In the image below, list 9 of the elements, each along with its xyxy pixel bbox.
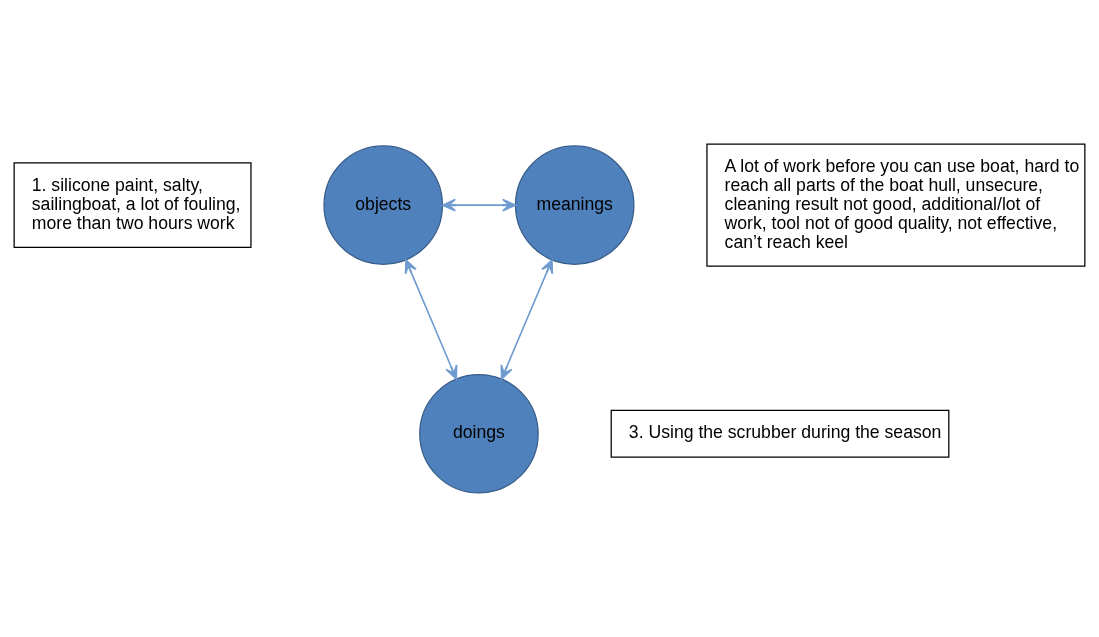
- arrow: [500, 259, 554, 380]
- node-box: 3. Using the scrubber during the season: [610, 409, 950, 458]
- arrow: [404, 259, 458, 380]
- node-box: A lot of work before you can use boat, hard to reach all parts of the boat hull, unsecure, cleaning result not good, additional/lot of work, tool not of good quality, not effective, can’t reach keel: [706, 143, 1086, 267]
- node-circle: meanings: [514, 145, 635, 265]
- node-circle: objects: [323, 145, 444, 265]
- arrow: [441, 198, 517, 212]
- node-box: 1. silicone paint, salty, sailingboat, a lot of fouling, more than two hours work: [13, 162, 252, 248]
- node-circle: doings: [419, 373, 539, 494]
